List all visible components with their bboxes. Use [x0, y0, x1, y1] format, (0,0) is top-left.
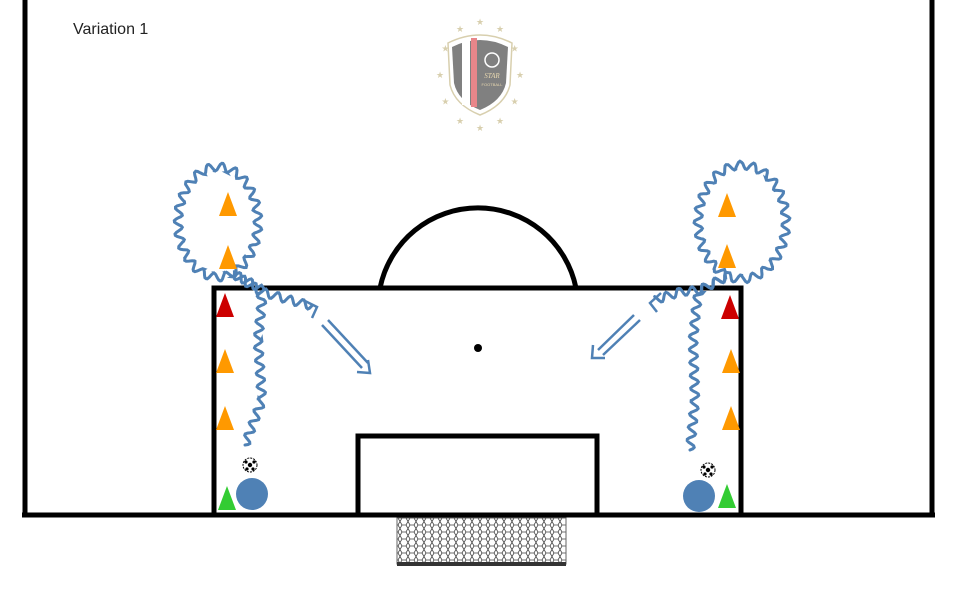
- cone-icon: [718, 484, 736, 508]
- cone-icon: [718, 193, 736, 217]
- cone-icon: [218, 486, 236, 510]
- star-icon: ★: [441, 44, 449, 54]
- penalty-arc: [377, 205, 579, 289]
- star-icon: ★: [476, 123, 484, 133]
- arrow-icon: [590, 314, 641, 360]
- star-icon: ★: [456, 24, 464, 34]
- diagram-title: Variation 1: [73, 21, 149, 38]
- star-icon: ★: [476, 17, 484, 27]
- player-icon: [236, 478, 268, 510]
- soccer-ball-icon: [242, 457, 258, 473]
- cone-icon: [216, 349, 234, 373]
- cone-icon: [721, 295, 739, 319]
- arrow-icon: [302, 298, 319, 319]
- arrow-icon: [648, 292, 662, 313]
- star-icon: ★: [456, 116, 464, 126]
- player-icon: [683, 480, 715, 512]
- star-icon: ★: [516, 70, 524, 80]
- star-icon: ★: [441, 97, 449, 107]
- star-icon: ★: [496, 24, 504, 34]
- penalty-box: [211, 285, 744, 517]
- star-icon: ★: [436, 70, 444, 80]
- pass-arrows: [302, 292, 662, 375]
- cone-icon: [219, 245, 237, 269]
- cone-icon: [722, 349, 740, 373]
- cone-icon: [718, 244, 736, 268]
- cone-icon: [219, 192, 237, 216]
- star-icon: ★: [511, 97, 519, 107]
- logo-text-line1: STAR: [484, 72, 500, 80]
- goal-area: [355, 433, 600, 517]
- cone-icon: [722, 406, 740, 430]
- dribble-path: [653, 159, 792, 452]
- cone-icon: [216, 406, 234, 430]
- star-icon: ★: [496, 116, 504, 126]
- star-icon: ★: [511, 44, 519, 54]
- soccer-ball-icon: [700, 462, 716, 478]
- arrow-icon: [321, 319, 372, 375]
- cone-icon: [216, 293, 234, 317]
- field-lines: [22, 0, 935, 518]
- penalty-spot: [474, 344, 482, 352]
- goal-net-icon: [396, 517, 567, 566]
- logo-text-line2: FOOTBALL: [482, 82, 504, 87]
- dribble-path: [172, 161, 314, 447]
- club-logo: STAR FOOTBALL ★ ★ ★ ★ ★ ★ ★ ★ ★ ★ ★ ★: [436, 17, 524, 133]
